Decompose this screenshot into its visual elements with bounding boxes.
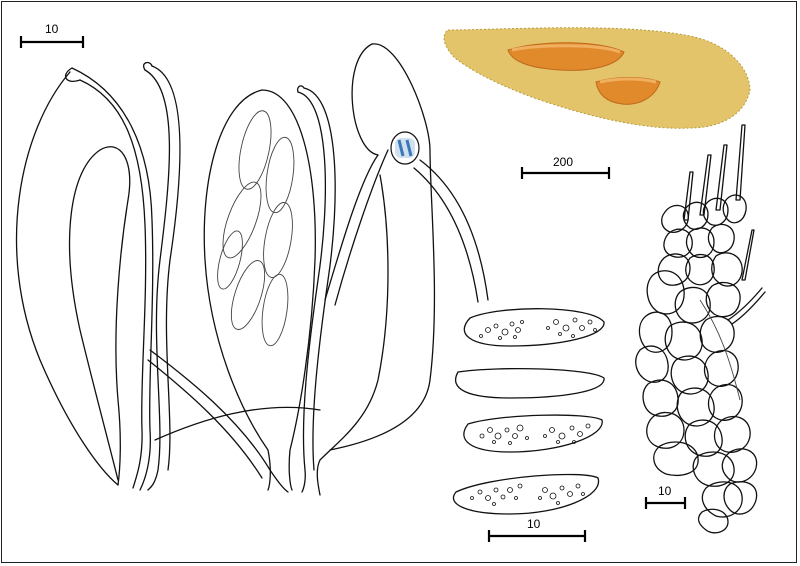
thallus-section [443,27,751,129]
scale-bar-apothecia [520,167,611,179]
ascus-with-spores [203,89,316,491]
excipulum-cells [635,124,766,534]
scale-bar-asci [19,36,85,48]
scale-label-apothecia: 200 [553,155,574,169]
scale-bar-spores [487,530,587,542]
scale-label-excipulum: 10 [658,484,672,498]
spore-4 [452,473,600,515]
ascus-right-amyloid [316,43,489,496]
ascus-left-large [15,67,154,491]
thallus [443,27,751,129]
spore-2 [455,367,605,399]
scale-bar-excipulum [644,497,687,509]
apothecium-large [507,42,625,71]
spore-3 [463,414,603,453]
spore-1 [463,308,605,347]
scale-label-asci: 10 [45,22,59,36]
paraphyses-left [143,61,321,493]
scale-label-spores: 10 [527,517,541,531]
paraphysis-middle [296,85,336,493]
